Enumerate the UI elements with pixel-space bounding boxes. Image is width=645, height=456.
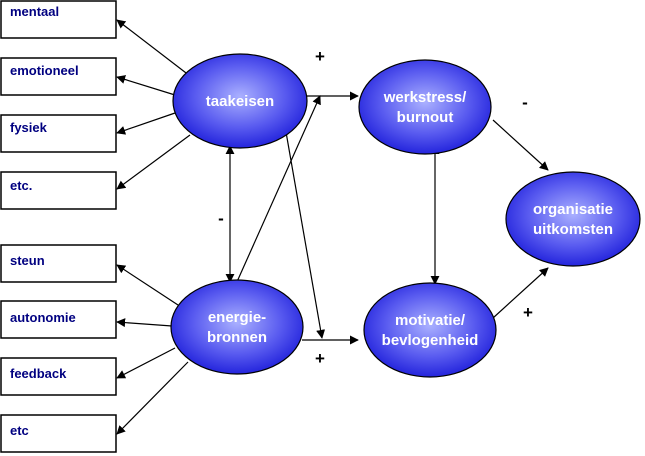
node-organisatie-label-2: uitkomsten (533, 221, 613, 238)
box-feedback-label: feedback (10, 366, 67, 381)
box-mentaal: mentaal (0, 0, 117, 39)
node-werkstress-label-1: werkstress/ (383, 89, 467, 106)
sign-taakeisen-werkstress: + (315, 47, 325, 66)
box-mentaal-label: mentaal (10, 4, 59, 19)
node-organisatie-label-1: organisatie (533, 201, 613, 218)
box-steun: steun (0, 244, 117, 283)
node-motivatie-label-2: bevlogenheid (382, 332, 479, 349)
box-etc-resources: etc (0, 414, 117, 453)
box-etc-demands-label: etc. (10, 178, 32, 193)
arrow-taakeisen-motivatie (285, 131, 326, 339)
box-fysiek-label: fysiek (10, 120, 48, 135)
box-etc-demands: etc. (0, 171, 117, 210)
box-emotioneel-label: emotioneel (10, 63, 79, 78)
node-taakeisen: taakeisen (172, 53, 308, 149)
arrow-energie-werkstress (235, 95, 321, 285)
box-emotioneel: emotioneel (0, 57, 117, 96)
sign-motivatie-organisatie: + (523, 303, 533, 322)
box-autonomie: autonomie (0, 300, 117, 339)
node-energiebronnen-label-1: energie- (208, 309, 266, 326)
node-motivatie-label-1: motivatie/ (395, 312, 466, 329)
sign-werkstress-organisatie: - (522, 93, 528, 112)
arrow-motivatie-organisatie (492, 267, 549, 319)
node-taakeisen-label: taakeisen (206, 93, 274, 110)
sign-energie-motivatie: + (315, 349, 325, 368)
node-energiebronnen-label-2: bronnen (207, 329, 267, 346)
arrow-taakeisen-mentaal (116, 19, 191, 77)
arrow-taakeisen-fysiek (116, 112, 176, 135)
box-fysiek: fysiek (0, 114, 117, 153)
box-autonomie-label: autonomie (10, 310, 76, 325)
arrow-taakeisen-etc (116, 134, 191, 190)
arrow-energie-autonomie (116, 318, 173, 328)
arrow-energie-steun (116, 264, 179, 306)
box-etc-resources-label: etc (10, 423, 29, 438)
node-werkstress: werkstress/ burnout (358, 59, 492, 155)
arrow-energie-feedback (116, 347, 176, 379)
node-motivatie: motivatie/ bevlogenheid (363, 282, 497, 378)
node-energiebronnen: energie- bronnen (170, 279, 304, 375)
arrow-werkstress-organisatie (492, 119, 549, 171)
box-steun-label: steun (10, 253, 45, 268)
box-feedback: feedback (0, 357, 117, 396)
arrow-energie-etc (116, 361, 189, 435)
sign-taakeisen-energie: - (218, 209, 224, 228)
node-werkstress-label-2: burnout (397, 109, 454, 126)
node-organisatie: organisatie uitkomsten (505, 171, 641, 267)
arrow-taakeisen-emotioneel (116, 75, 176, 96)
